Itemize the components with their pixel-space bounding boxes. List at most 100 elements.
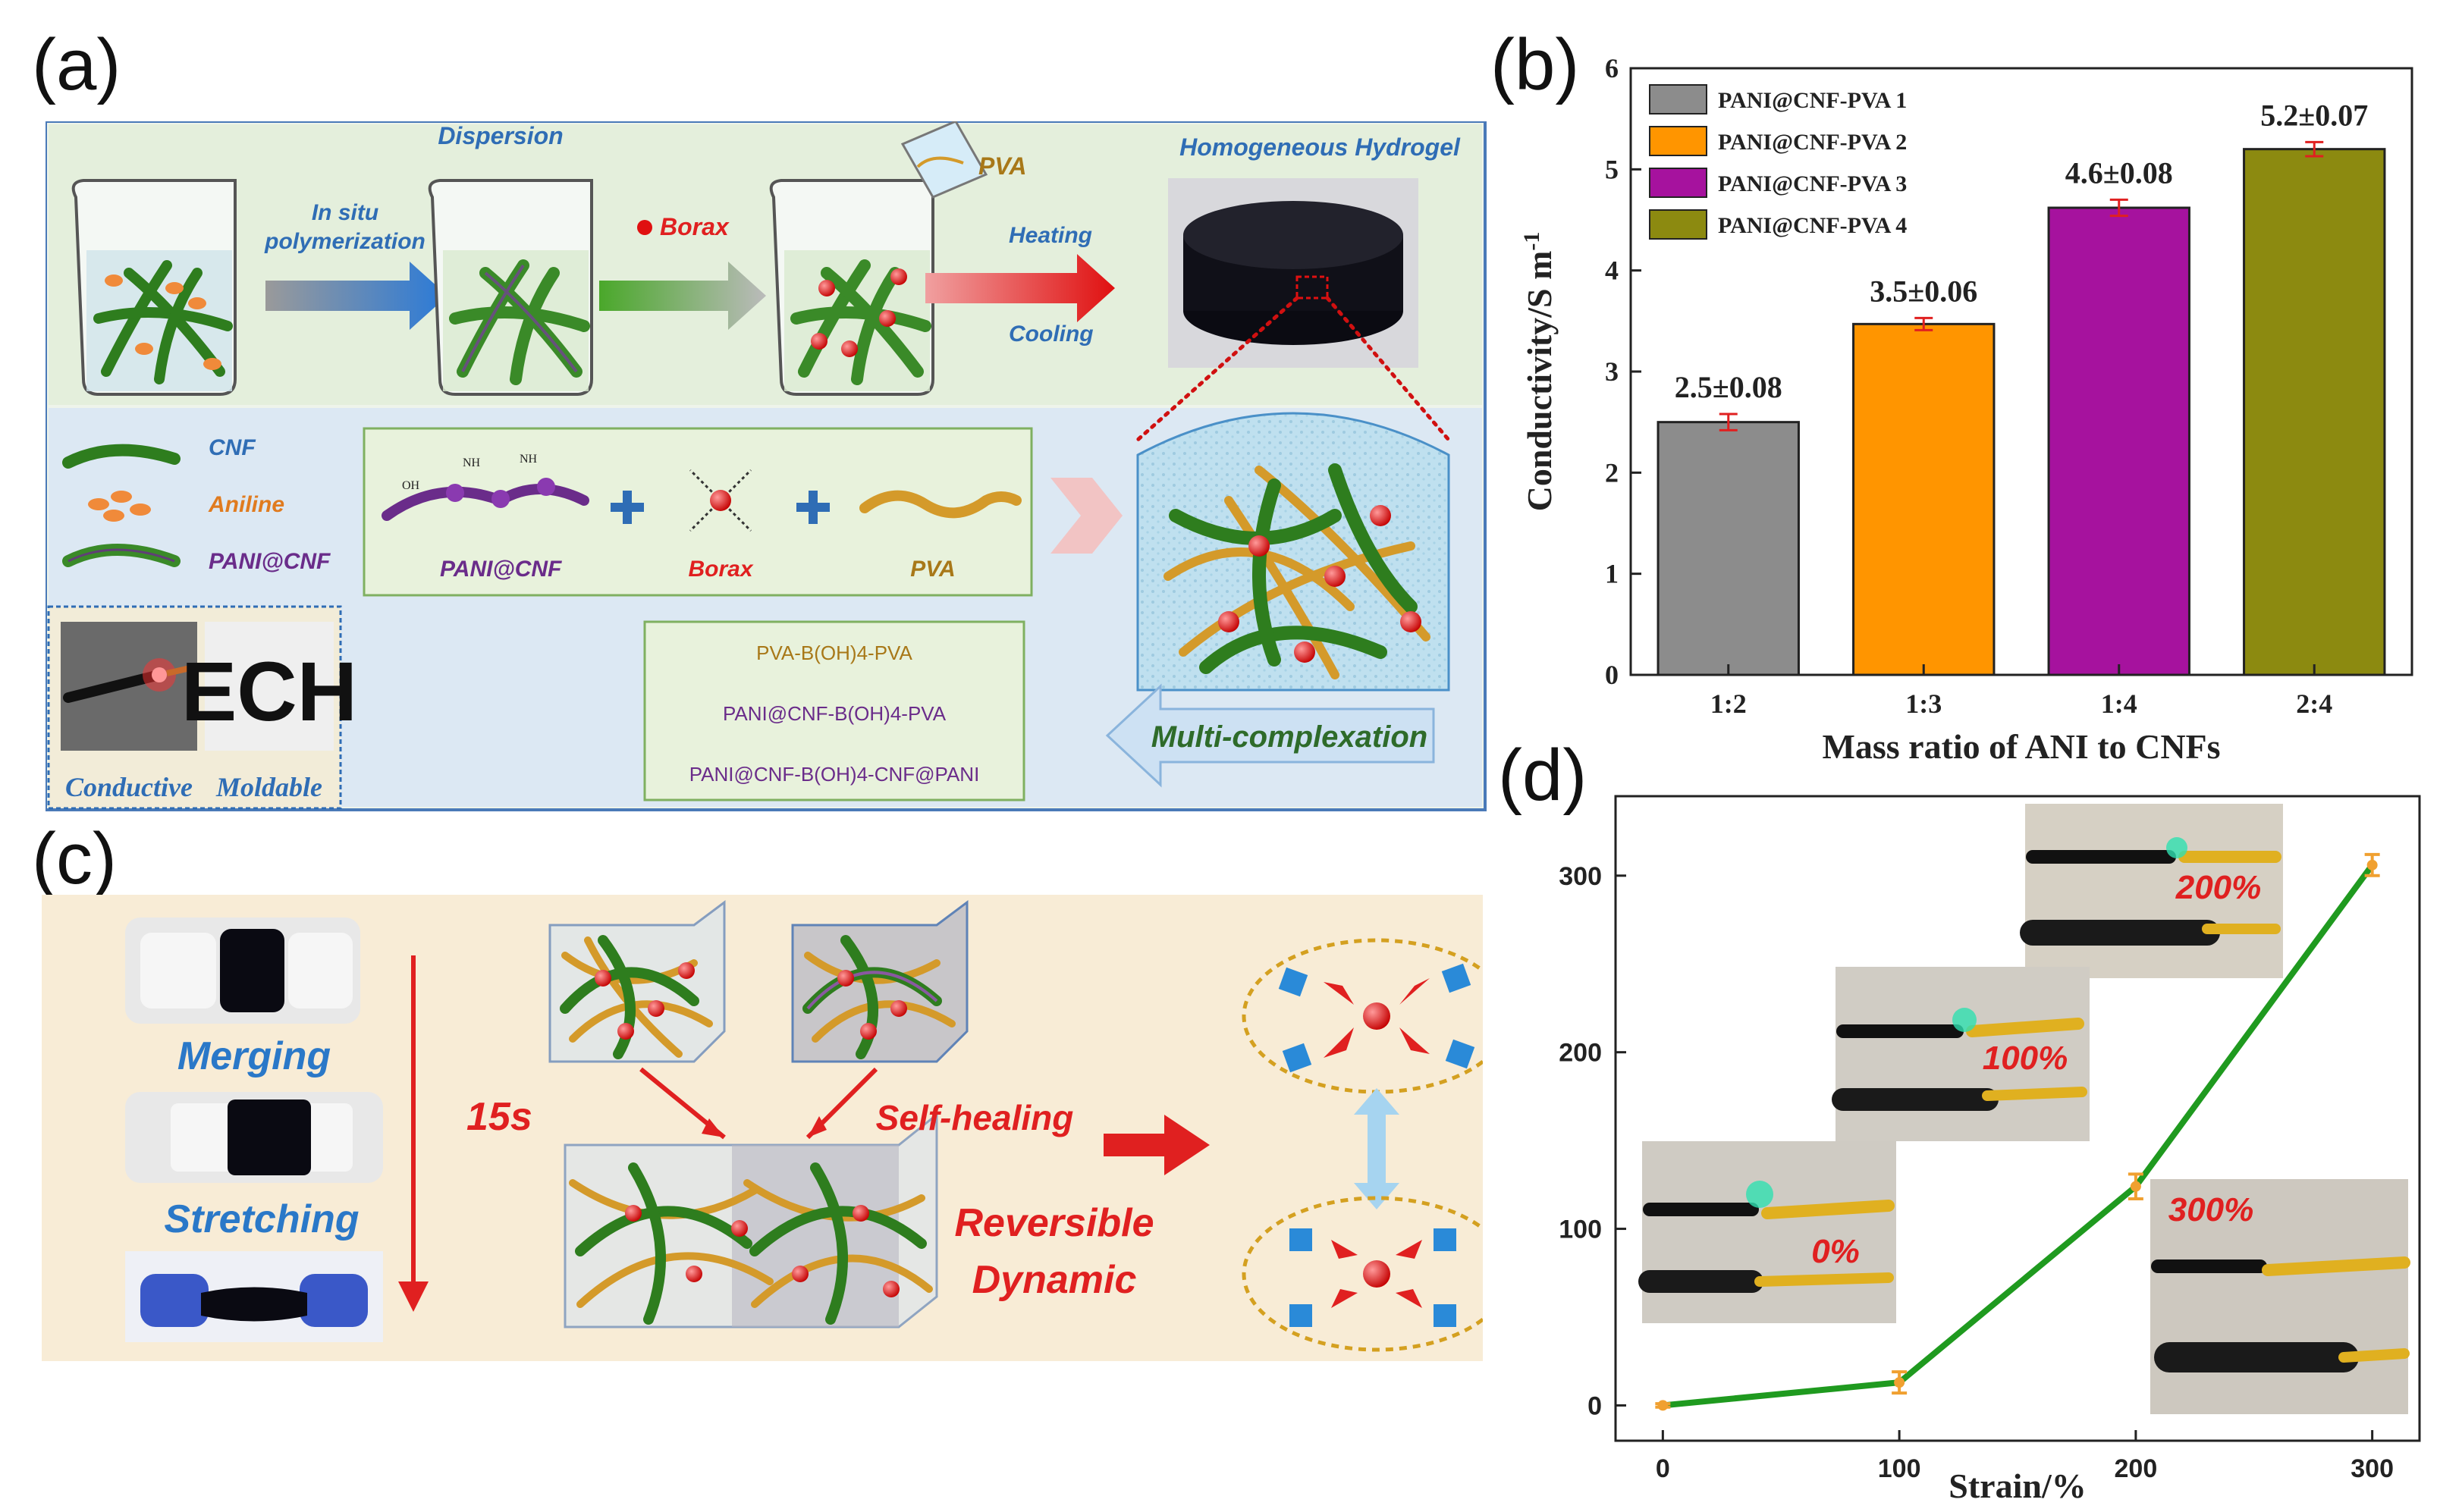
y-axis-label-main: Conductivity/S m [1520, 251, 1559, 512]
label-self-healing: Self-healing [876, 1098, 1074, 1137]
arrow-borax [599, 262, 766, 330]
network-cube-1 [548, 900, 726, 1063]
zoom-lines [1135, 296, 1451, 442]
y-tick-label: 1 [1605, 559, 1619, 589]
bond-state-top [1242, 938, 1483, 1094]
x-axis-label: Mass ratio of ANI to CNFs [1822, 727, 2220, 766]
y-tick-label: 5 [1605, 154, 1619, 184]
x-tick-label: 1:2 [1710, 689, 1747, 719]
data-point [1894, 1377, 1905, 1388]
merging-photo [125, 918, 360, 1024]
inset-label-100: 100% [1983, 1040, 2068, 1077]
label-moldable: Moldable [215, 772, 322, 802]
aniline-icon [88, 491, 151, 522]
borax-dot-icon [637, 220, 652, 235]
bar [2047, 206, 2190, 676]
pva-structure [859, 490, 1022, 519]
bar-data-label: 3.5±0.06 [1870, 274, 1977, 308]
arrow-heating [925, 254, 1115, 322]
y-tick-label: 6 [1605, 53, 1619, 83]
pva-cup-icon [900, 121, 988, 199]
x-tick-label: 2:4 [2296, 689, 2332, 719]
data-point [2130, 1181, 2141, 1192]
complex-3: PANI@CNF-B(OH)4-CNF@PANI [689, 763, 980, 786]
arrow-multi-complexation [1105, 683, 1435, 788]
data-point [1657, 1400, 1669, 1411]
legend-swatch [1649, 84, 1707, 114]
comp-pva: PVA [910, 557, 955, 582]
inset-label-0: 0% [1811, 1233, 1860, 1270]
complex-2: PANI@CNF-B(OH)4-PVA [723, 702, 947, 725]
bar-data-label: 2.5±0.08 [1675, 370, 1782, 404]
y-tick-label: 0 [1605, 660, 1619, 690]
legend-entry: PANI@CNF-PVA 4 [1718, 213, 1907, 238]
ech-text: ECH [181, 645, 357, 739]
plot-frame-d [1614, 795, 2421, 1442]
x-tick-label: 1:4 [2101, 689, 2137, 719]
comp-pani-cnf: PANI@CNF [440, 557, 562, 582]
label-reversible: Reversible [954, 1201, 1154, 1245]
plus-icon-1 [611, 491, 644, 524]
stretched-photo [125, 1251, 383, 1342]
label-in-situ-2: polymerization [264, 229, 426, 254]
y-tick-label: 200 [1559, 1039, 1602, 1068]
hydrogel-photo [1168, 178, 1418, 368]
label-pva: PVA [978, 152, 1026, 180]
struct-nh-2: NH [520, 453, 538, 466]
y-tick-label: 3 [1605, 356, 1619, 387]
network-cube-2 [791, 900, 969, 1063]
plus-icon-2 [796, 491, 830, 524]
moldable-photo: ECH [181, 622, 357, 751]
network-zoom [1136, 412, 1450, 692]
y-tick-label: 2 [1605, 457, 1619, 488]
label-borax: Borax [660, 213, 730, 240]
y-tick-label: 0 [1587, 1391, 1602, 1420]
legend-swatch [1649, 209, 1707, 240]
x-tick-label: 100 [1878, 1454, 1921, 1483]
label-merging: Merging [177, 1034, 331, 1078]
label-homogeneous-hydrogel: Homogeneous Hydrogel [1179, 133, 1461, 161]
merged-cube [564, 1112, 938, 1328]
legend-pani-cnf: PANI@CNF [209, 549, 331, 574]
inset-label-200: 200% [2175, 869, 2262, 906]
legend-swatch [1649, 168, 1707, 198]
bar-data-label: 5.2±0.07 [2260, 98, 2368, 132]
panel-label-b: (b) [1490, 24, 1580, 105]
bar [1657, 421, 1800, 676]
x-tick-label: 0 [1656, 1454, 1670, 1483]
x-tick-label: 200 [2115, 1454, 2158, 1483]
beaker-1 [71, 179, 237, 396]
complexes-box [643, 620, 1025, 801]
legend-entry: PANI@CNF-PVA 2 [1718, 130, 1907, 155]
label-15s: 15s [466, 1095, 532, 1139]
x-tick-label: 300 [2351, 1454, 2394, 1483]
label-multi-complexation: Multi-complexation [1151, 720, 1427, 754]
panel-a: In situ polymerization Dispersion Borax [46, 121, 1487, 811]
complex-1: PVA-B(OH)4-PVA [756, 642, 912, 664]
inset-photo-300 [2150, 1179, 2410, 1414]
arrow-down-icon [398, 1281, 429, 1312]
bar [1852, 322, 1996, 676]
beaker-2 [428, 179, 593, 396]
y-axis-label: Conductivity/S m-1 [1519, 232, 1559, 512]
components-box: NH NH OH PANI@CNF Borax PVA [363, 427, 1033, 597]
inset-photo-200 [2020, 804, 2283, 978]
comp-borax: Borax [688, 557, 753, 582]
data-point [2366, 859, 2378, 870]
x-axis-label-d: Strain/% [1949, 1467, 2086, 1505]
chevron-right-icon [1050, 478, 1123, 554]
double-arrow-icon [1354, 1088, 1399, 1209]
inset-photo-100 [1832, 967, 2090, 1141]
legend-aniline: Aniline [208, 492, 284, 517]
arrow-right-icon [1104, 1115, 1210, 1175]
legend-swatch [1649, 126, 1707, 156]
bond-state-bottom [1242, 1196, 1483, 1352]
beaker-3 [769, 179, 934, 396]
arrow-polymerization [265, 262, 447, 330]
legend-entry: PANI@CNF-PVA 3 [1718, 171, 1907, 196]
struct-oh: OH [402, 479, 420, 492]
bar [2243, 148, 2386, 676]
legend-entry: PANI@CNF-PVA 1 [1718, 88, 1907, 113]
